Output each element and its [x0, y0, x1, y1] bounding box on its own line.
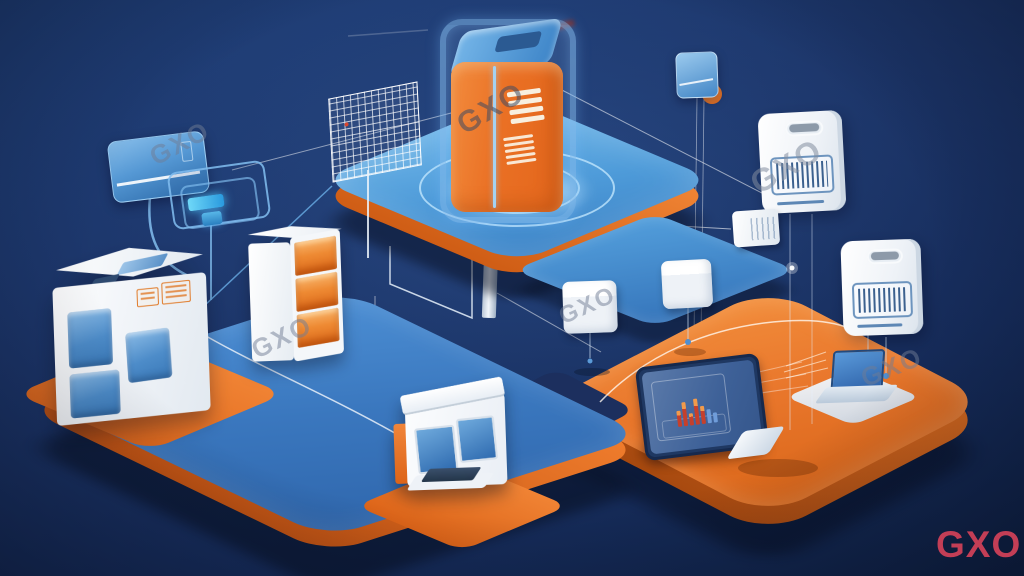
tablet-slot [180, 140, 194, 163]
shelf-side [248, 242, 295, 362]
dashboard-monitor [634, 352, 786, 462]
server-divider-light [493, 66, 496, 208]
cabinet-panel [69, 369, 121, 419]
shelf-glow-cell [295, 271, 339, 313]
scanner-slot [866, 248, 903, 265]
server-tower [440, 17, 576, 223]
barcode-scanner-1 [757, 109, 847, 215]
cabinet-panel [125, 327, 173, 384]
scanner-barcode-display [851, 280, 913, 320]
cabinet-label-stamp [161, 279, 191, 305]
shelf-glow-cell [296, 307, 340, 348]
parcel-box-1 [562, 280, 618, 334]
small-crate [731, 208, 781, 248]
signal-panel [675, 51, 719, 99]
signal-panel-highlight [679, 78, 714, 86]
laptop [814, 347, 899, 412]
scanner-slot [784, 119, 824, 137]
mesh-antenna-red-dot [344, 122, 349, 127]
mesh-antenna [328, 81, 422, 183]
server-top-slot [494, 30, 543, 53]
barcode-scanner-2 [840, 238, 924, 337]
storage-cabinet [49, 243, 217, 427]
workstation-terminal [390, 376, 514, 498]
laptop-base [814, 384, 899, 404]
shelf-glow-cell [294, 235, 338, 277]
cabinet-label-stamp [136, 287, 160, 308]
gxo-logo: GXO [936, 524, 1022, 565]
glowing-shelf-unit [248, 224, 349, 367]
router-connector [201, 210, 223, 227]
server-vents-upper [506, 87, 546, 128]
cabinet-body [52, 272, 211, 427]
scanner-barcode-display [769, 154, 835, 196]
shelf-front [289, 228, 345, 362]
parcel-box-2 [660, 258, 714, 310]
cabinet-panel [67, 308, 114, 369]
server-vents-lower [503, 134, 537, 168]
monitor-bar-chart [674, 384, 718, 428]
workstation-keyboard [420, 466, 482, 483]
mesh-antenna-pole [367, 170, 369, 258]
workstation-screen-right [455, 415, 499, 463]
